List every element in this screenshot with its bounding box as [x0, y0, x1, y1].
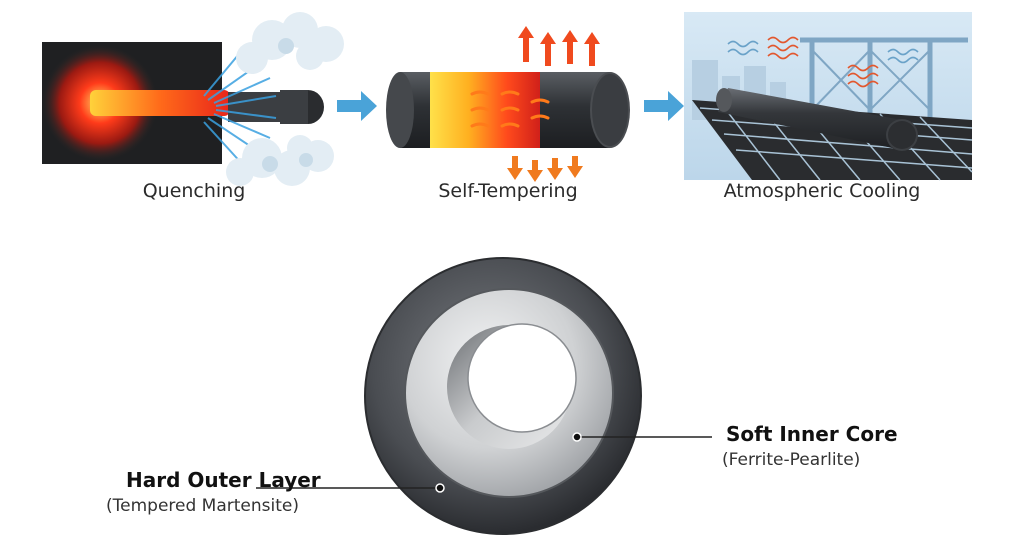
step-label-quenching: Quenching: [142, 180, 246, 202]
self-tempering-icon: [386, 26, 630, 182]
quenching-icon: [42, 12, 344, 186]
outer-layer-subtitle: (Tempered Martensite): [106, 496, 299, 516]
step-label-self-tempering: Self-Tempering: [438, 180, 578, 202]
outer-layer-title: Hard Outer Layer: [126, 468, 321, 492]
atmospheric-cooling-icon: [684, 12, 973, 181]
callout-outer-line: [256, 483, 445, 493]
inner-core-title: Soft Inner Core: [726, 422, 898, 446]
process-arrow-2: [644, 91, 684, 121]
process-arrow-1: [337, 91, 377, 121]
callout-inner-line: [572, 432, 712, 442]
step-label-atmospheric-cooling: Atmospheric Cooling: [723, 180, 921, 202]
inner-core-subtitle: (Ferrite-Pearlite): [722, 450, 861, 470]
cross-section-ring: [364, 257, 642, 535]
